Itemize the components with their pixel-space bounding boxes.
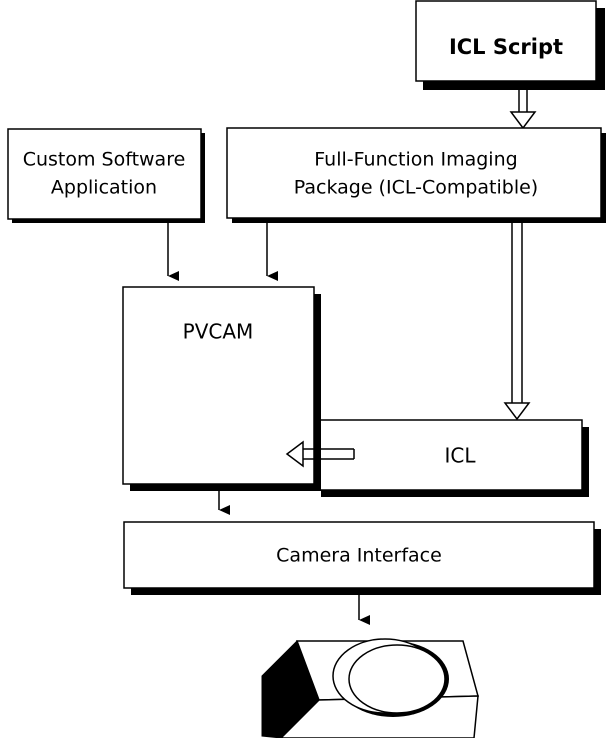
icl-box: ICL bbox=[313, 419, 589, 497]
icl-script-label: ICL Script bbox=[449, 35, 563, 59]
custom-software-box: Custom Software Application bbox=[7, 128, 205, 223]
camera-interface-label: Camera Interface bbox=[276, 545, 442, 567]
camera-icon bbox=[261, 638, 479, 738]
custom-software-label-line1: Custom Software bbox=[23, 149, 186, 171]
camera-interface-box: Camera Interface bbox=[123, 521, 601, 595]
icl-label: ICL bbox=[444, 444, 476, 468]
icl-script-box: ICL Script bbox=[415, 0, 605, 90]
imaging-package-label-line1: Full-Function Imaging bbox=[314, 149, 517, 171]
imaging-package-box: Full-Function Imaging Package (ICL-Compa… bbox=[226, 127, 606, 223]
pvcam-box: PVCAM bbox=[122, 286, 321, 491]
custom-software-label-line2: Application bbox=[51, 177, 157, 199]
hollow-arrow-package-to-icl bbox=[503, 223, 531, 421]
hollow-arrow-script-to-package bbox=[509, 82, 537, 130]
pvcam-label: PVCAM bbox=[183, 320, 254, 344]
imaging-package-label-line2: Package (ICL-Compatible) bbox=[294, 177, 538, 199]
hollow-arrow-icl-to-pvcam bbox=[285, 440, 355, 468]
